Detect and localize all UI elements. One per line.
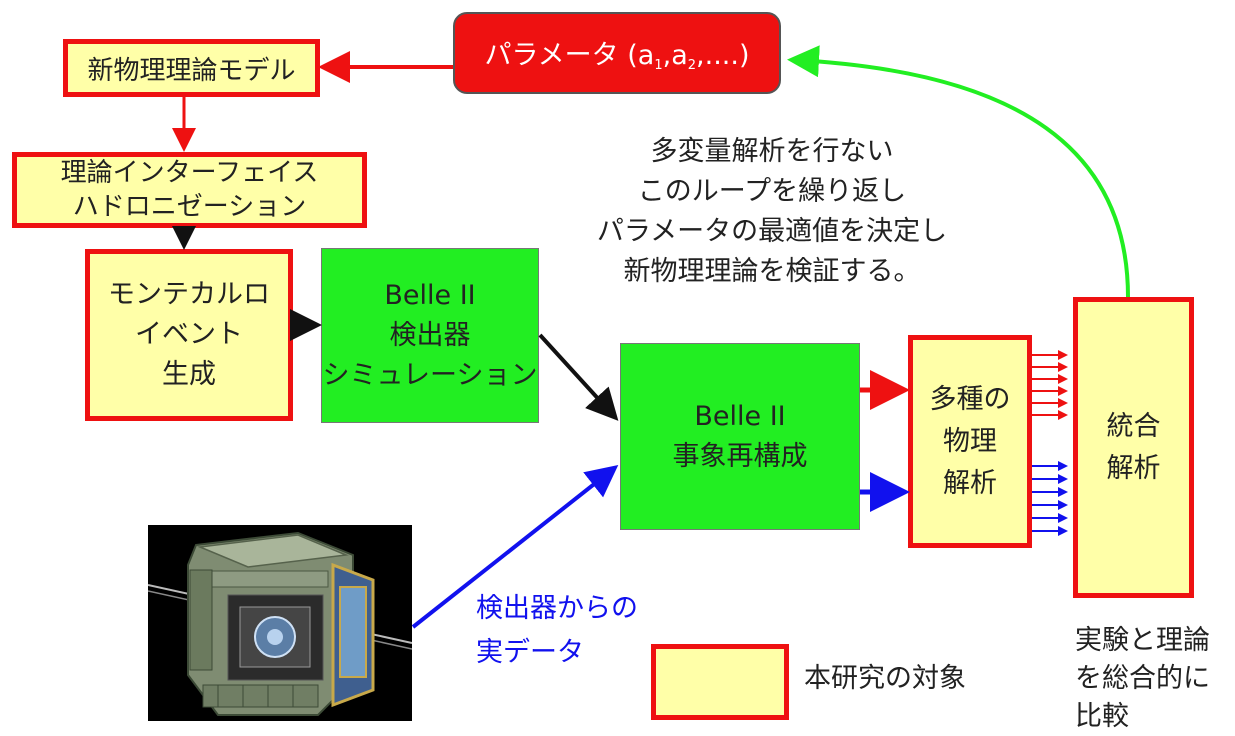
loop-note: 多変量解析を行ない このループを繰り返し パラメータの最適値を決定し 新物理理論… (548, 132, 996, 292)
combined-analysis-box: 統合 解析 (1073, 297, 1194, 598)
loop-note-line-1: 多変量解析を行ない (650, 136, 894, 167)
compare-note-line-2: を総合的に (1075, 663, 1210, 694)
red-arrow-fan (1032, 350, 1068, 420)
physics-analysis-line-2: 物理 (943, 425, 997, 457)
loop-note-line-2: このループを繰り返し (637, 176, 907, 207)
compare-note-line-1: 実験と理論 (1075, 625, 1210, 656)
arrow-sim-to-reconstruction (538, 333, 619, 421)
blue-arrow-fan (1032, 461, 1068, 536)
physics-analysis-line-3: 解析 (943, 467, 997, 499)
physics-analysis-box: 多種の 物理 解析 (908, 335, 1032, 548)
detector-sim-line-2: 検出器 (389, 319, 471, 351)
reconstruction-line-1: Belle II (694, 400, 786, 432)
new-physics-model-label: 新物理理論モデル (87, 55, 296, 86)
real-data-label: 検出器からの 実データ (476, 587, 638, 675)
reconstruction-line-2: 事象再構成 (672, 440, 808, 472)
arrow-realdata-to-reconstruction (411, 465, 619, 629)
loop-note-line-4: 新物理理論を検証する。 (623, 256, 921, 287)
theory-interface-box: 理論インターフェイス ハドロニゼーション (12, 152, 367, 228)
monte-carlo-line-3: 生成 (162, 359, 216, 390)
parameters-box: パラメータ (a1,a2,....) (453, 12, 781, 94)
real-data-line-2: 実データ (476, 637, 584, 668)
arrow-feedback-loop (787, 45, 1130, 298)
belle-ii-detector-illustration (147, 525, 413, 721)
monte-carlo-line-2: イベント (135, 319, 243, 350)
combined-analysis-line-1: 統合 (1106, 410, 1161, 442)
theory-interface-line-1: 理論インターフェイス (60, 158, 319, 188)
new-physics-model-box: 新物理理論モデル (63, 39, 320, 97)
real-data-line-1: 検出器からの (476, 593, 638, 624)
monte-carlo-line-1: モンテカルロ (108, 279, 270, 310)
monte-carlo-box: モンテカルロ イベント 生成 (85, 249, 293, 421)
theory-interface-line-2: ハドロニゼーション (72, 192, 307, 222)
legend-label: 本研究の対象 (804, 663, 966, 694)
detector-sim-line-1: Belle II (384, 279, 476, 311)
event-reconstruction-box: Belle II 事象再構成 (620, 343, 860, 530)
parameters-label: パラメータ (a1,a2,....) (484, 40, 750, 73)
compare-note: 実験と理論 を総合的に 比較 (1075, 622, 1210, 736)
loop-note-line-3: パラメータの最適値を決定し (596, 216, 948, 247)
detector-simulation-box: Belle II 検出器 シミュレーション (321, 248, 539, 423)
legend-swatch (651, 644, 789, 720)
compare-note-line-3: 比較 (1075, 701, 1129, 732)
combined-analysis-line-2: 解析 (1106, 452, 1161, 484)
detector-sim-line-3: シミュレーション (322, 359, 538, 391)
physics-analysis-line-1: 多種の (929, 383, 1011, 415)
detector-image (147, 525, 413, 721)
